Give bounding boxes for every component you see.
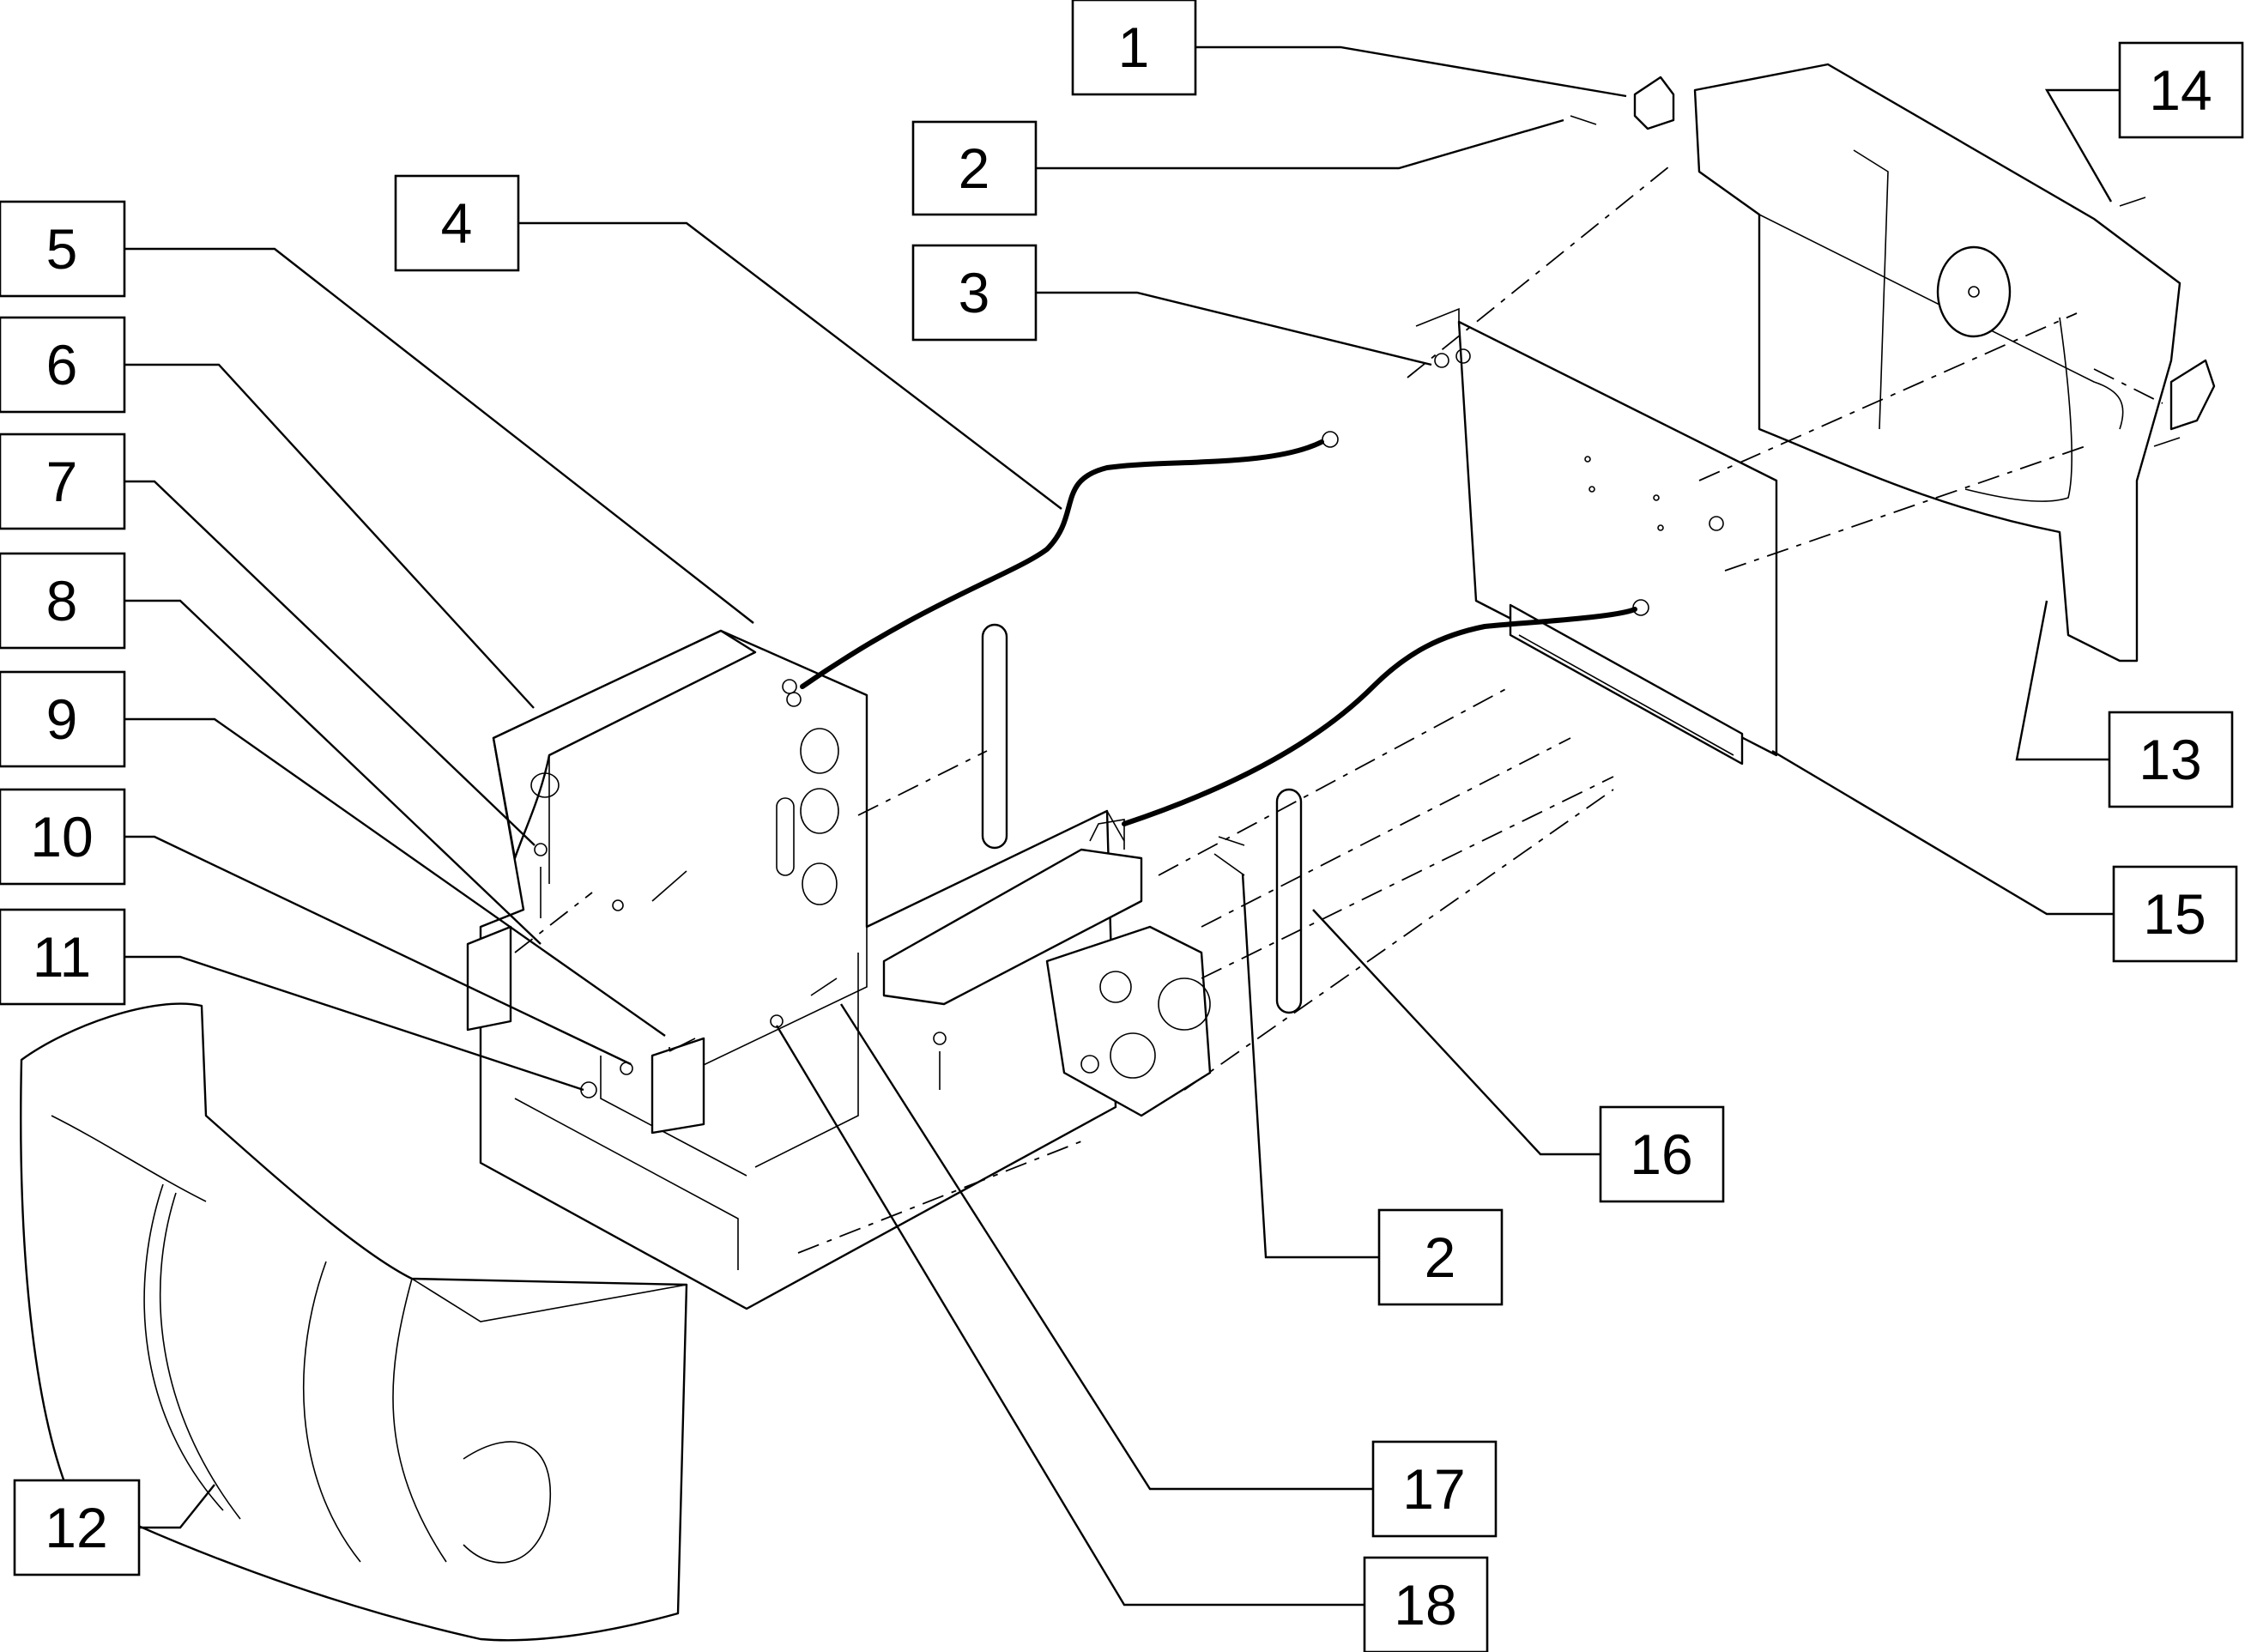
hardware xyxy=(534,76,2216,1098)
callout-label: 10 xyxy=(30,805,93,868)
callout-label: 12 xyxy=(45,1496,107,1559)
rear-panel xyxy=(1415,307,1778,765)
callout-18: 18 xyxy=(1363,1556,1489,1652)
callout-label: 13 xyxy=(2139,728,2201,791)
crossmember xyxy=(882,819,1143,1006)
callout-13: 13 xyxy=(2108,711,2234,808)
callout-label: 2 xyxy=(1425,1225,1456,1289)
callout-2-top: 2 xyxy=(911,120,1038,216)
callout-1: 1 xyxy=(1071,0,1197,96)
callout-3: 3 xyxy=(911,244,1038,342)
callout-17: 17 xyxy=(1371,1440,1498,1538)
bumper-strips xyxy=(981,623,1303,1014)
callout-7: 7 xyxy=(0,433,126,530)
callout-label: 7 xyxy=(46,450,78,513)
callout-label: 15 xyxy=(2143,882,2206,946)
callout-label: 9 xyxy=(46,687,78,751)
callout-9: 9 xyxy=(0,670,126,768)
callout-2-bottom: 2 xyxy=(1377,1208,1504,1306)
callout-label: 11 xyxy=(33,925,92,989)
callout-11: 11 xyxy=(0,908,126,1006)
callout-label: 2 xyxy=(959,136,990,200)
callout-label: 18 xyxy=(1394,1573,1456,1637)
alignment-lines xyxy=(514,162,2163,1254)
ground-cables xyxy=(800,431,1649,826)
front-shroud xyxy=(20,1002,688,1642)
callout-12: 12 xyxy=(13,1479,141,1576)
callout-8: 8 xyxy=(0,552,126,650)
rear-housing xyxy=(1693,63,2181,663)
callout-label: 17 xyxy=(1402,1457,1465,1521)
callout-label: 4 xyxy=(441,191,473,255)
callout-label: 5 xyxy=(46,217,78,281)
callout-14: 14 xyxy=(2118,41,2244,139)
main-frame xyxy=(466,629,1125,1310)
callout-4: 4 xyxy=(394,174,520,272)
callout-10: 10 xyxy=(0,788,126,886)
callout-label: 6 xyxy=(46,333,78,396)
callout-6: 6 xyxy=(0,316,126,414)
callout-label: 16 xyxy=(1630,1123,1692,1186)
callout-5: 5 xyxy=(0,200,126,298)
callout-label: 3 xyxy=(959,261,990,324)
callout-label: 14 xyxy=(2149,58,2212,122)
callout-15: 15 xyxy=(2112,865,2238,963)
callout-label: 1 xyxy=(1118,15,1150,79)
callout-label: 8 xyxy=(46,569,78,632)
callout-16: 16 xyxy=(1599,1105,1725,1203)
leader-lines xyxy=(124,45,2120,1607)
